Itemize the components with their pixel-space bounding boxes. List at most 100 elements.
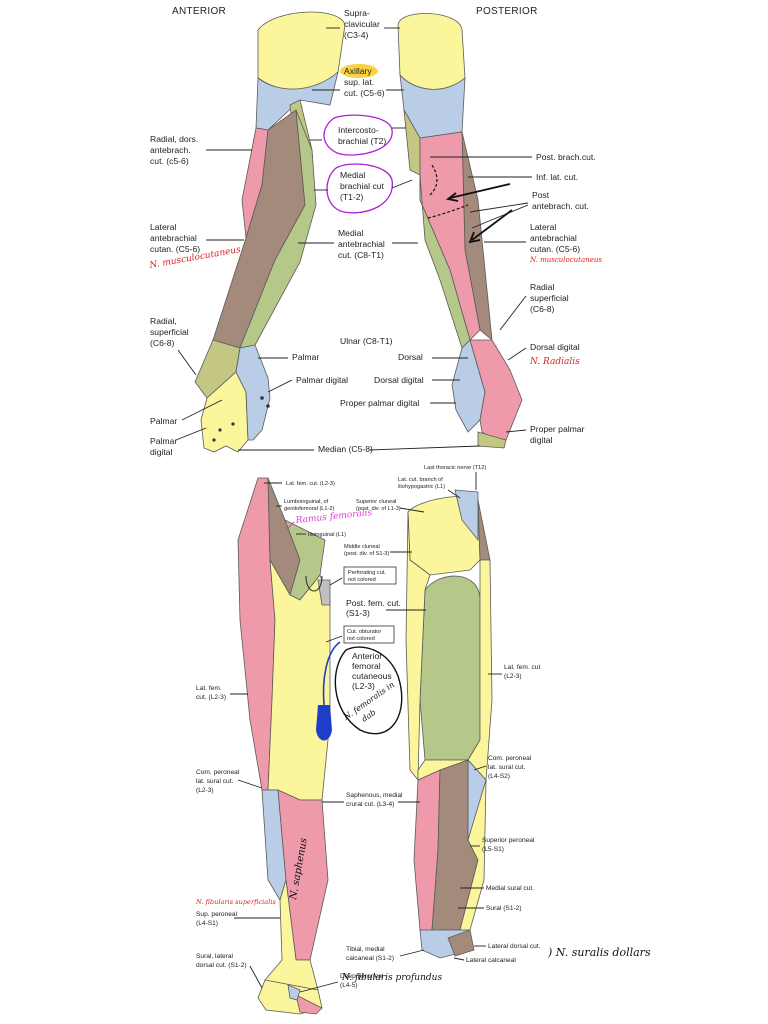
label-palmar-left: Palmar — [150, 416, 177, 426]
label-radial-superficial-left: Radial, superficial (C6-8) — [150, 316, 189, 348]
nerve-dot — [266, 404, 270, 408]
svg-text:(L5-S1): (L5-S1) — [482, 846, 504, 853]
posterior-heading: POSTERIOR — [476, 6, 538, 17]
svg-text:Lumboinguinal, of: Lumboinguinal, of — [284, 499, 329, 505]
nerve-dot — [212, 438, 215, 441]
label-intercostobrachial: Intercosto- brachial (T2) — [338, 125, 386, 146]
label-palmar-center: Palmar — [292, 352, 319, 362]
label-lat-fem-top: Lat. fem. cut. (L2-3) — [286, 481, 335, 487]
svg-text:calcaneal (S1-2): calcaneal (S1-2) — [346, 955, 394, 962]
label-lateral-antebrachial-left: Lateral antebrachial cutan. (C5-6) — [150, 222, 200, 254]
label-com-peroneal-right: Com. peroneal lat. sural cut. (L4-S2) — [488, 755, 532, 780]
svg-text:Middle cluneal: Middle cluneal — [344, 544, 380, 550]
label-perforating-cut: Perforating cut. not colored — [348, 570, 386, 583]
label-saphenous: Saphenous, medial crural cut. (L3-4) — [346, 792, 403, 808]
svg-text:(L2-3): (L2-3) — [352, 681, 375, 691]
svg-text:Medial: Medial — [338, 228, 363, 238]
label-sural: Sural (S1-2) — [486, 905, 522, 912]
svg-text:Com. peroneal: Com. peroneal — [488, 755, 532, 762]
svg-text:(L4-5): (L4-5) — [340, 982, 358, 989]
label-post-fem: Post. fem. cut. (S1-3) — [346, 598, 401, 618]
label-dorsal-digital-center: Dorsal digital — [374, 375, 424, 385]
svg-text:cutaneous: cutaneous — [352, 671, 392, 681]
label-superior-peroneal: Superior peroneal (L5-S1) — [482, 837, 535, 853]
svg-text:clavicular: clavicular — [344, 19, 380, 29]
svg-text:iliohypogastric (L1): iliohypogastric (L1) — [398, 484, 445, 490]
region-post-fem-posterior — [420, 576, 480, 760]
label-lateral-dorsal: Lateral dorsal cut. — [488, 943, 541, 950]
label-proper-palmar-digital-center: Proper palmar digital — [340, 398, 419, 408]
svg-text:lat. sural cut.: lat. sural cut. — [196, 778, 234, 785]
hand-n-fibularis-profundus: N. fibularis profundus — [341, 973, 442, 983]
svg-text:femoral: femoral — [352, 661, 381, 671]
label-cut-obturator: Cut. obturator not colored — [347, 629, 381, 642]
svg-text:Superior cluneal: Superior cluneal — [356, 499, 396, 505]
svg-text:cut. (L2-3): cut. (L2-3) — [196, 694, 226, 701]
region-supraclavicular-posterior — [398, 14, 465, 90]
svg-text:(post. div. of S1-3): (post. div. of S1-3) — [344, 551, 389, 557]
svg-text:Post: Post — [532, 190, 550, 200]
label-inf-lat: Inf. lat. cut. — [536, 172, 578, 182]
anterior-heading: ANTERIOR — [172, 6, 226, 17]
nerve-dot — [231, 422, 234, 425]
svg-text:cutan. (C5-6): cutan. (C5-6) — [530, 244, 580, 254]
leg-anterior — [238, 478, 330, 1014]
label-post-brach: Post. brach.cut. — [536, 152, 596, 162]
label-median: Median (C5-8) — [318, 444, 373, 454]
label-medial-antebrachial: Medial antebrachial cut. (C8-T1) — [338, 228, 385, 260]
svg-text:Lat. cut. branch of: Lat. cut. branch of — [398, 477, 443, 483]
svg-text:sup. lat.: sup. lat. — [344, 77, 374, 87]
nerve-dot — [218, 428, 221, 431]
svg-text:(L2-3): (L2-3) — [196, 787, 214, 794]
label-lateral-antebrachial-right: Lateral antebrachial cutan. (C5-6) — [530, 222, 580, 254]
svg-text:antebrach.: antebrach. — [150, 145, 191, 155]
svg-text:digital: digital — [150, 447, 173, 457]
svg-text:digital: digital — [530, 435, 553, 445]
label-sup-peroneal: Sup. peroneal (L4-S1) — [196, 911, 238, 927]
label-post-antebrach: Post antebrach. cut. — [532, 190, 589, 211]
label-lat-cut-branch: Lat. cut. branch of iliohypogastric (L1) — [398, 477, 445, 490]
svg-text:Intercosto-: Intercosto- — [338, 125, 379, 135]
svg-text:superficial: superficial — [530, 293, 569, 303]
svg-text:antebrachial: antebrachial — [338, 239, 385, 249]
svg-text:Superior peroneal: Superior peroneal — [482, 837, 535, 844]
svg-text:lat. sural cut.: lat. sural cut. — [488, 764, 526, 771]
label-medial-brachial: Medial brachial cut (T1-2) — [340, 170, 385, 202]
svg-text:Sup. peroneal: Sup. peroneal — [196, 911, 238, 918]
label-com-peroneal-left: Com. peroneal lat. sural cut. (L2-3) — [196, 769, 240, 794]
svg-text:(S1-3): (S1-3) — [346, 608, 370, 618]
svg-text:Lat. fem.: Lat. fem. — [196, 685, 222, 692]
hand-n-radialis: N. Radialis — [529, 357, 580, 367]
label-dorsal-center: Dorsal — [398, 352, 423, 362]
svg-text:Post. fem. cut.: Post. fem. cut. — [346, 598, 401, 608]
svg-text:superficial: superficial — [150, 327, 189, 337]
svg-text:dorsal cut. (S1-2): dorsal cut. (S1-2) — [196, 962, 247, 969]
svg-text:genitofemoral (L1-2): genitofemoral (L1-2) — [284, 506, 335, 512]
svg-text:cut. (c5-6): cut. (c5-6) — [150, 156, 189, 166]
svg-text:(L2-3): (L2-3) — [504, 673, 522, 680]
svg-text:Com. peroneal: Com. peroneal — [196, 769, 240, 776]
svg-text:brachial (T2): brachial (T2) — [338, 136, 386, 146]
svg-text:Radial, dors.: Radial, dors. — [150, 134, 198, 144]
svg-text:Saphenous, medial: Saphenous, medial — [346, 792, 403, 799]
label-palmar-digital-center: Palmar digital — [296, 375, 348, 385]
label-axillary: Axillary sup. lat. cut. (C5-6) — [344, 66, 385, 98]
label-ilioinguinal: Ilioinguinal (L1) — [308, 532, 346, 538]
label-medial-sural: Medial sural cut. — [486, 885, 534, 892]
svg-text:Palmar: Palmar — [150, 436, 177, 446]
svg-text:Radial: Radial — [530, 282, 554, 292]
svg-text:Perforating cut.: Perforating cut. — [348, 570, 386, 576]
label-radial-superficial-right: Radial superficial (C6-8) — [530, 282, 569, 314]
svg-text:(C3-4): (C3-4) — [344, 30, 368, 40]
label-lateral-calcaneal: Lateral calcaneal — [466, 957, 516, 964]
svg-text:(L4-S2): (L4-S2) — [488, 773, 510, 780]
svg-text:Lateral: Lateral — [150, 222, 176, 232]
label-radial-dors: Radial, dors. antebrach. cut. (c5-6) — [150, 134, 198, 166]
hand-n-suralis-dollar: ) N. suralis dollars — [547, 946, 651, 959]
svg-text:(C6-8): (C6-8) — [150, 338, 174, 348]
svg-text:Axillary: Axillary — [344, 66, 372, 76]
label-ulnar: Ulnar (C8-T1) — [340, 336, 393, 346]
svg-text:Sural, lateral: Sural, lateral — [196, 953, 234, 960]
svg-text:(L4-S1): (L4-S1) — [196, 920, 218, 927]
